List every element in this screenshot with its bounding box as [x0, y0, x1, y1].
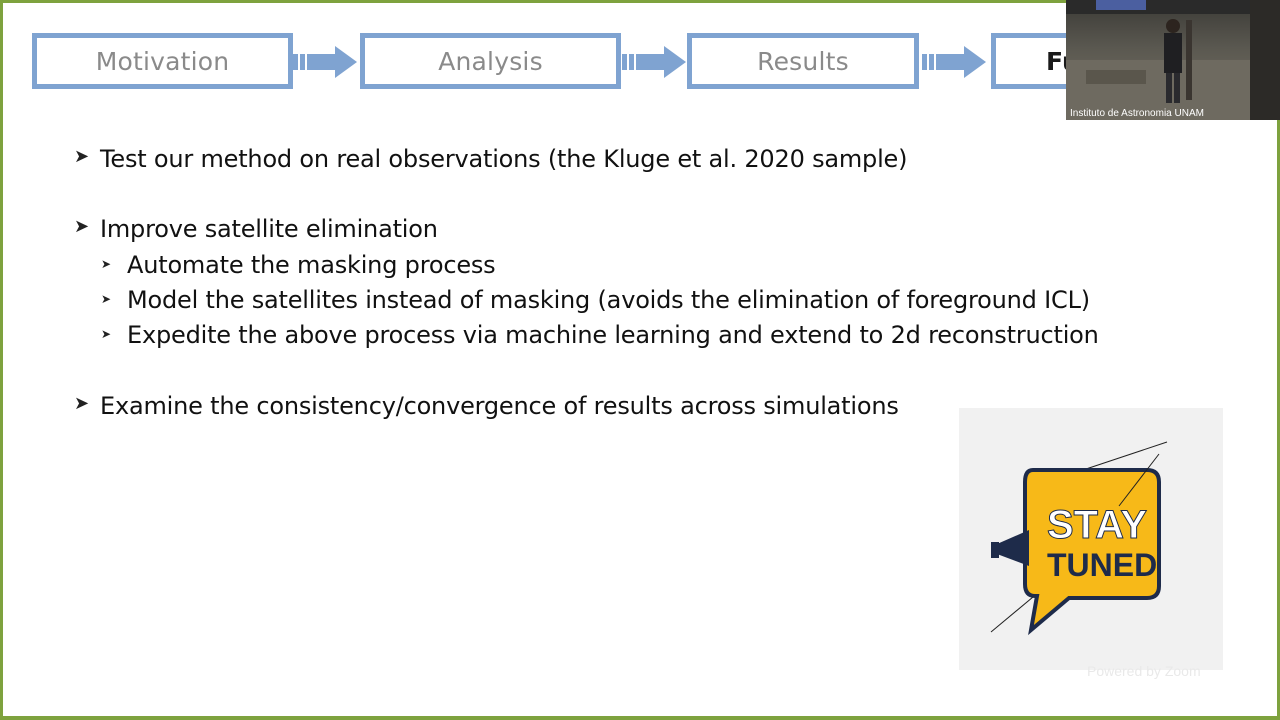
bullet-item: ➤ Examine the consistency/convergence of…: [74, 392, 899, 420]
bullet-text: Automate the masking process: [127, 251, 496, 279]
arrowhead-bullet-icon: ➤: [101, 257, 111, 271]
arrowhead-bullet-icon: ➤: [74, 216, 89, 237]
bullet-item: ➤ Test our method on real observations (…: [74, 145, 908, 173]
bullet-item: ➤ Improve satellite elimination: [74, 215, 438, 243]
sub-bullet-item: ➤ Automate the masking process: [101, 251, 496, 279]
step-analysis: Analysis: [360, 33, 621, 89]
stay-tuned-sticker: STAY TUNED: [959, 408, 1223, 670]
speaker-video-feed: [1066, 0, 1250, 120]
bullet-text: Improve satellite elimination: [100, 215, 438, 243]
bullet-text: Expedite the above process via machine l…: [127, 321, 1099, 349]
step-label: Results: [757, 46, 849, 76]
sticker-line2: TUNED: [1047, 547, 1157, 583]
arrowhead-bullet-icon: ➤: [101, 327, 111, 341]
sticker-line1: STAY: [1047, 503, 1147, 547]
arrowhead-bullet-icon: ➤: [74, 146, 89, 167]
bullet-text: Model the satellites instead of masking …: [127, 286, 1090, 314]
sub-bullet-item: ➤ Expedite the above process via machine…: [101, 321, 1099, 349]
webcam-edge: [1250, 0, 1280, 120]
megaphone-speech-bubble-icon: STAY TUNED: [990, 441, 1168, 636]
bullet-text: Examine the consistency/convergence of r…: [100, 392, 899, 420]
bullet-text: Test our method on real observations (th…: [100, 145, 908, 173]
webcam-label: Instituto de Astronomia UNAM: [1070, 108, 1204, 119]
zoom-watermark: Powered by Zoom: [1087, 663, 1201, 679]
step-label: Motivation: [95, 46, 230, 76]
sub-bullet-item: ➤ Model the satellites instead of maskin…: [101, 286, 1090, 314]
arrow-icon: [622, 46, 686, 78]
webcam-thumbnail[interactable]: Instituto de Astronomia UNAM: [1066, 0, 1250, 120]
step-results: Results: [687, 33, 919, 89]
step-motivation: Motivation: [32, 33, 293, 89]
arrow-icon: [922, 46, 986, 78]
arrow-icon: [293, 46, 357, 78]
arrowhead-bullet-icon: ➤: [74, 393, 89, 414]
arrowhead-bullet-icon: ➤: [101, 292, 111, 306]
step-label: Analysis: [438, 46, 543, 76]
